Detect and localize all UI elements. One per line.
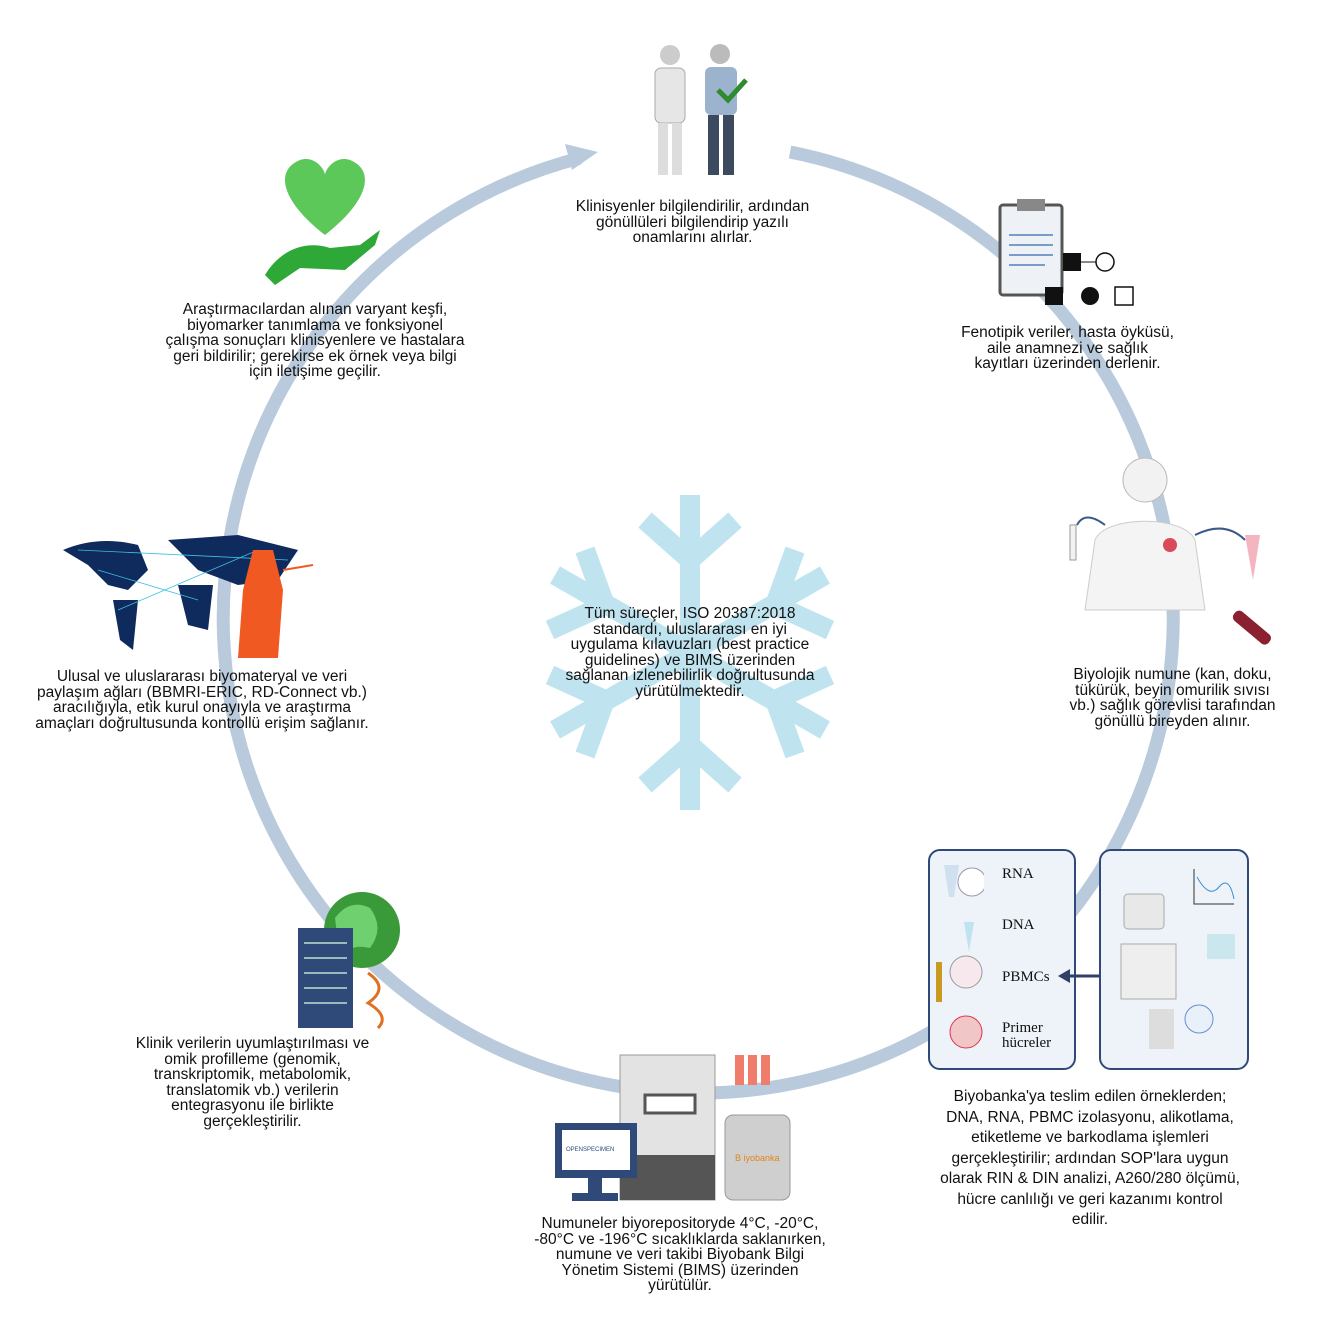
snowflake-icon: [545, 495, 835, 810]
patient-sampling-icon: [1069, 457, 1271, 645]
heart-hand-icon: [265, 158, 380, 285]
sample-type-primary-cells: Primer hücreler: [1002, 1020, 1052, 1051]
step-sampling-text: Biyolojik numune (kan, doku, tükürük, be…: [1069, 666, 1276, 730]
sample-types-panel: RNA DNA PBMCs Primer hücreler: [928, 849, 1076, 1070]
openspecimen-logo: OPENSPECIMEN: [566, 1147, 614, 1153]
sample-type-pbmcs: PBMCs: [1002, 969, 1050, 985]
step-consent-text: Klinisyenler bilgilendirilir, ardından g…: [575, 198, 810, 246]
world-network-justice-icon: [63, 535, 314, 658]
step-phenotype-text: Fenotipik veriler, hasta öyküsü, aile an…: [961, 324, 1174, 372]
storage-equipment-icon: OPENSPECIMEN B iyobanka: [555, 1054, 791, 1201]
step-feedback-text: Araştırmacılardan alınan varyant keşfi, …: [165, 301, 465, 380]
center-note: Tüm süreçler, ISO 20387:2018 standardı, …: [565, 605, 815, 700]
sample-type-dna: DNA: [1002, 917, 1035, 933]
step-processing-text: Biyobanka'ya teslim edilen örneklerden; …: [940, 1088, 1240, 1228]
biyobanka-logo: B iyobanka: [735, 1153, 780, 1163]
lab-instruments-icon: [1120, 869, 1235, 1049]
step-storage-text: Numuneler biyorepositoryde 4°C, -20°C, -…: [534, 1215, 826, 1294]
arrowhead-icon: [565, 144, 598, 170]
clipboard-pedigree-icon: [998, 199, 1134, 306]
qc-instruments-panel: [1099, 849, 1249, 1070]
sample-tubes-icon: [936, 865, 984, 1049]
step-sharing-text: Ulusal ve uluslararası biyomateryal ve v…: [35, 668, 369, 732]
sample-type-rna: RNA: [1002, 866, 1034, 882]
clinician-volunteer-icon: [654, 44, 748, 175]
step-integration-text: Klinik verilerin uyumlaştırılması ve omi…: [135, 1035, 370, 1130]
server-globe-dna-icon: [298, 892, 400, 1030]
